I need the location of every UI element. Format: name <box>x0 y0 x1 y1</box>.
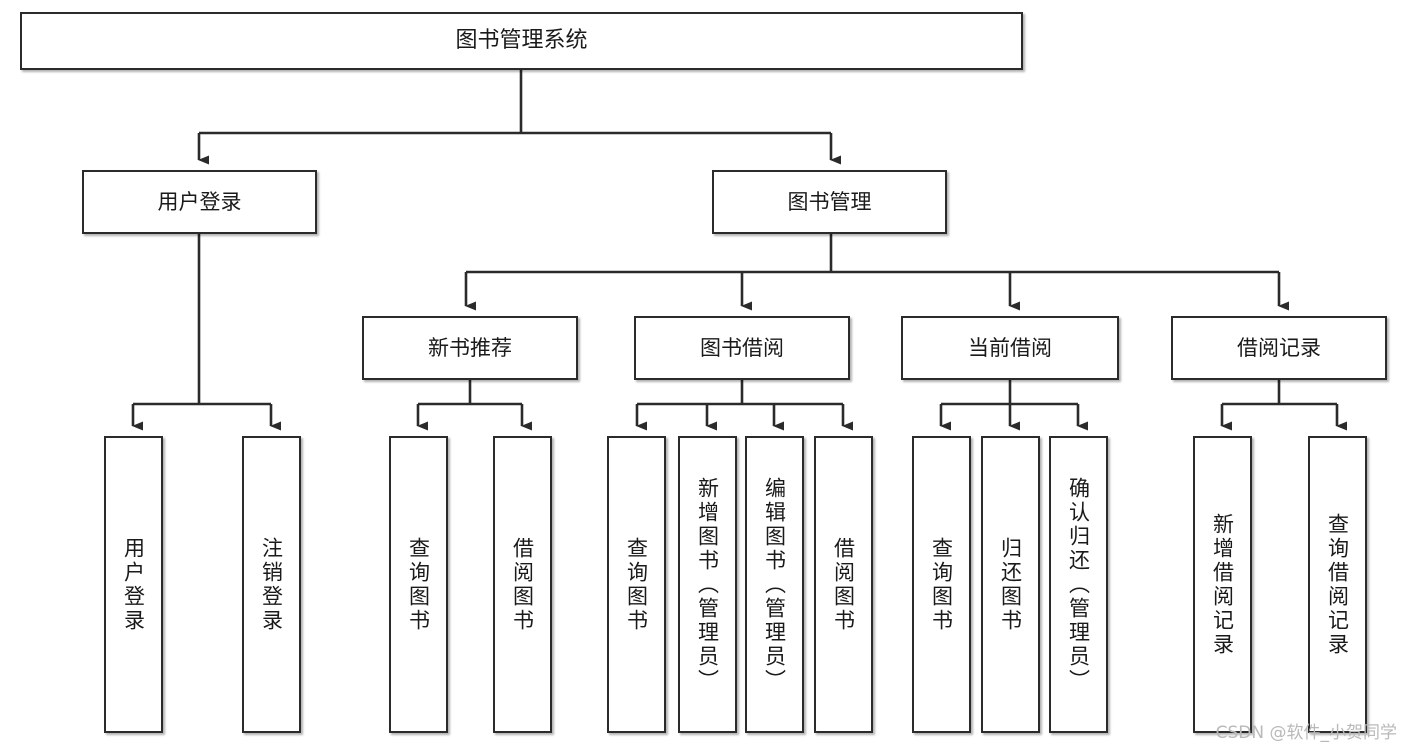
node-borrowing-record[interactable]: 借阅记录 <box>1171 316 1387 380</box>
node-leaf-query-book-borrow[interactable]: 查询图书 <box>607 436 666 733</box>
node-leaf-query-borrow-record[interactable]: 查询借阅记录 <box>1308 436 1367 733</box>
node-label: 新增图书（管理员） <box>695 476 720 693</box>
node-label: 图书借阅 <box>700 335 784 360</box>
node-leaf-confirm-return-admin[interactable]: 确认归还（管理员） <box>1049 436 1108 733</box>
node-label: 图书管理系统 <box>455 28 588 54</box>
node-label: 查询图书 <box>406 536 431 633</box>
node-label: 借阅记录 <box>1237 335 1321 360</box>
node-leaf-borrow-book-new[interactable]: 借阅图书 <box>493 436 552 733</box>
node-leaf-query-book-current[interactable]: 查询图书 <box>912 436 971 733</box>
node-leaf-logout[interactable]: 注销登录 <box>242 436 301 733</box>
node-book-borrowing[interactable]: 图书借阅 <box>634 316 850 380</box>
node-label: 查询图书 <box>929 536 954 633</box>
node-leaf-edit-book-admin[interactable]: 编辑图书（管理员） <box>745 436 804 733</box>
node-root-book-management-system[interactable]: 图书管理系统 <box>20 12 1023 70</box>
node-current-borrowing[interactable]: 当前借阅 <box>901 316 1119 380</box>
node-label: 归还图书 <box>998 536 1023 633</box>
node-label: 新书推荐 <box>428 335 512 360</box>
node-label: 当前借阅 <box>968 335 1052 360</box>
node-book-management[interactable]: 图书管理 <box>712 170 947 234</box>
node-label: 用户登录 <box>121 536 146 633</box>
node-label: 编辑图书（管理员） <box>762 476 787 693</box>
node-label: 借阅图书 <box>831 536 856 633</box>
node-label: 新增借阅记录 <box>1210 512 1235 657</box>
node-leaf-user-login[interactable]: 用户登录 <box>104 436 163 733</box>
node-leaf-add-book-admin[interactable]: 新增图书（管理员） <box>678 436 737 733</box>
node-leaf-return-book[interactable]: 归还图书 <box>981 436 1040 733</box>
node-leaf-query-book-new[interactable]: 查询图书 <box>389 436 448 733</box>
node-label: 确认归还（管理员） <box>1066 476 1091 693</box>
node-leaf-borrow-book[interactable]: 借阅图书 <box>814 436 873 733</box>
watermark-text: CSDN @软件_小贺同学 <box>1215 723 1397 743</box>
node-label: 注销登录 <box>259 536 284 633</box>
node-new-book-recommendation[interactable]: 新书推荐 <box>362 316 578 380</box>
node-label: 查询借阅记录 <box>1325 512 1350 657</box>
node-label: 查询图书 <box>624 536 649 633</box>
node-label: 借阅图书 <box>510 536 535 633</box>
node-label: 用户登录 <box>157 189 242 214</box>
node-user-login[interactable]: 用户登录 <box>82 170 317 234</box>
node-leaf-add-borrow-record[interactable]: 新增借阅记录 <box>1193 436 1252 733</box>
node-label: 图书管理 <box>787 189 872 214</box>
